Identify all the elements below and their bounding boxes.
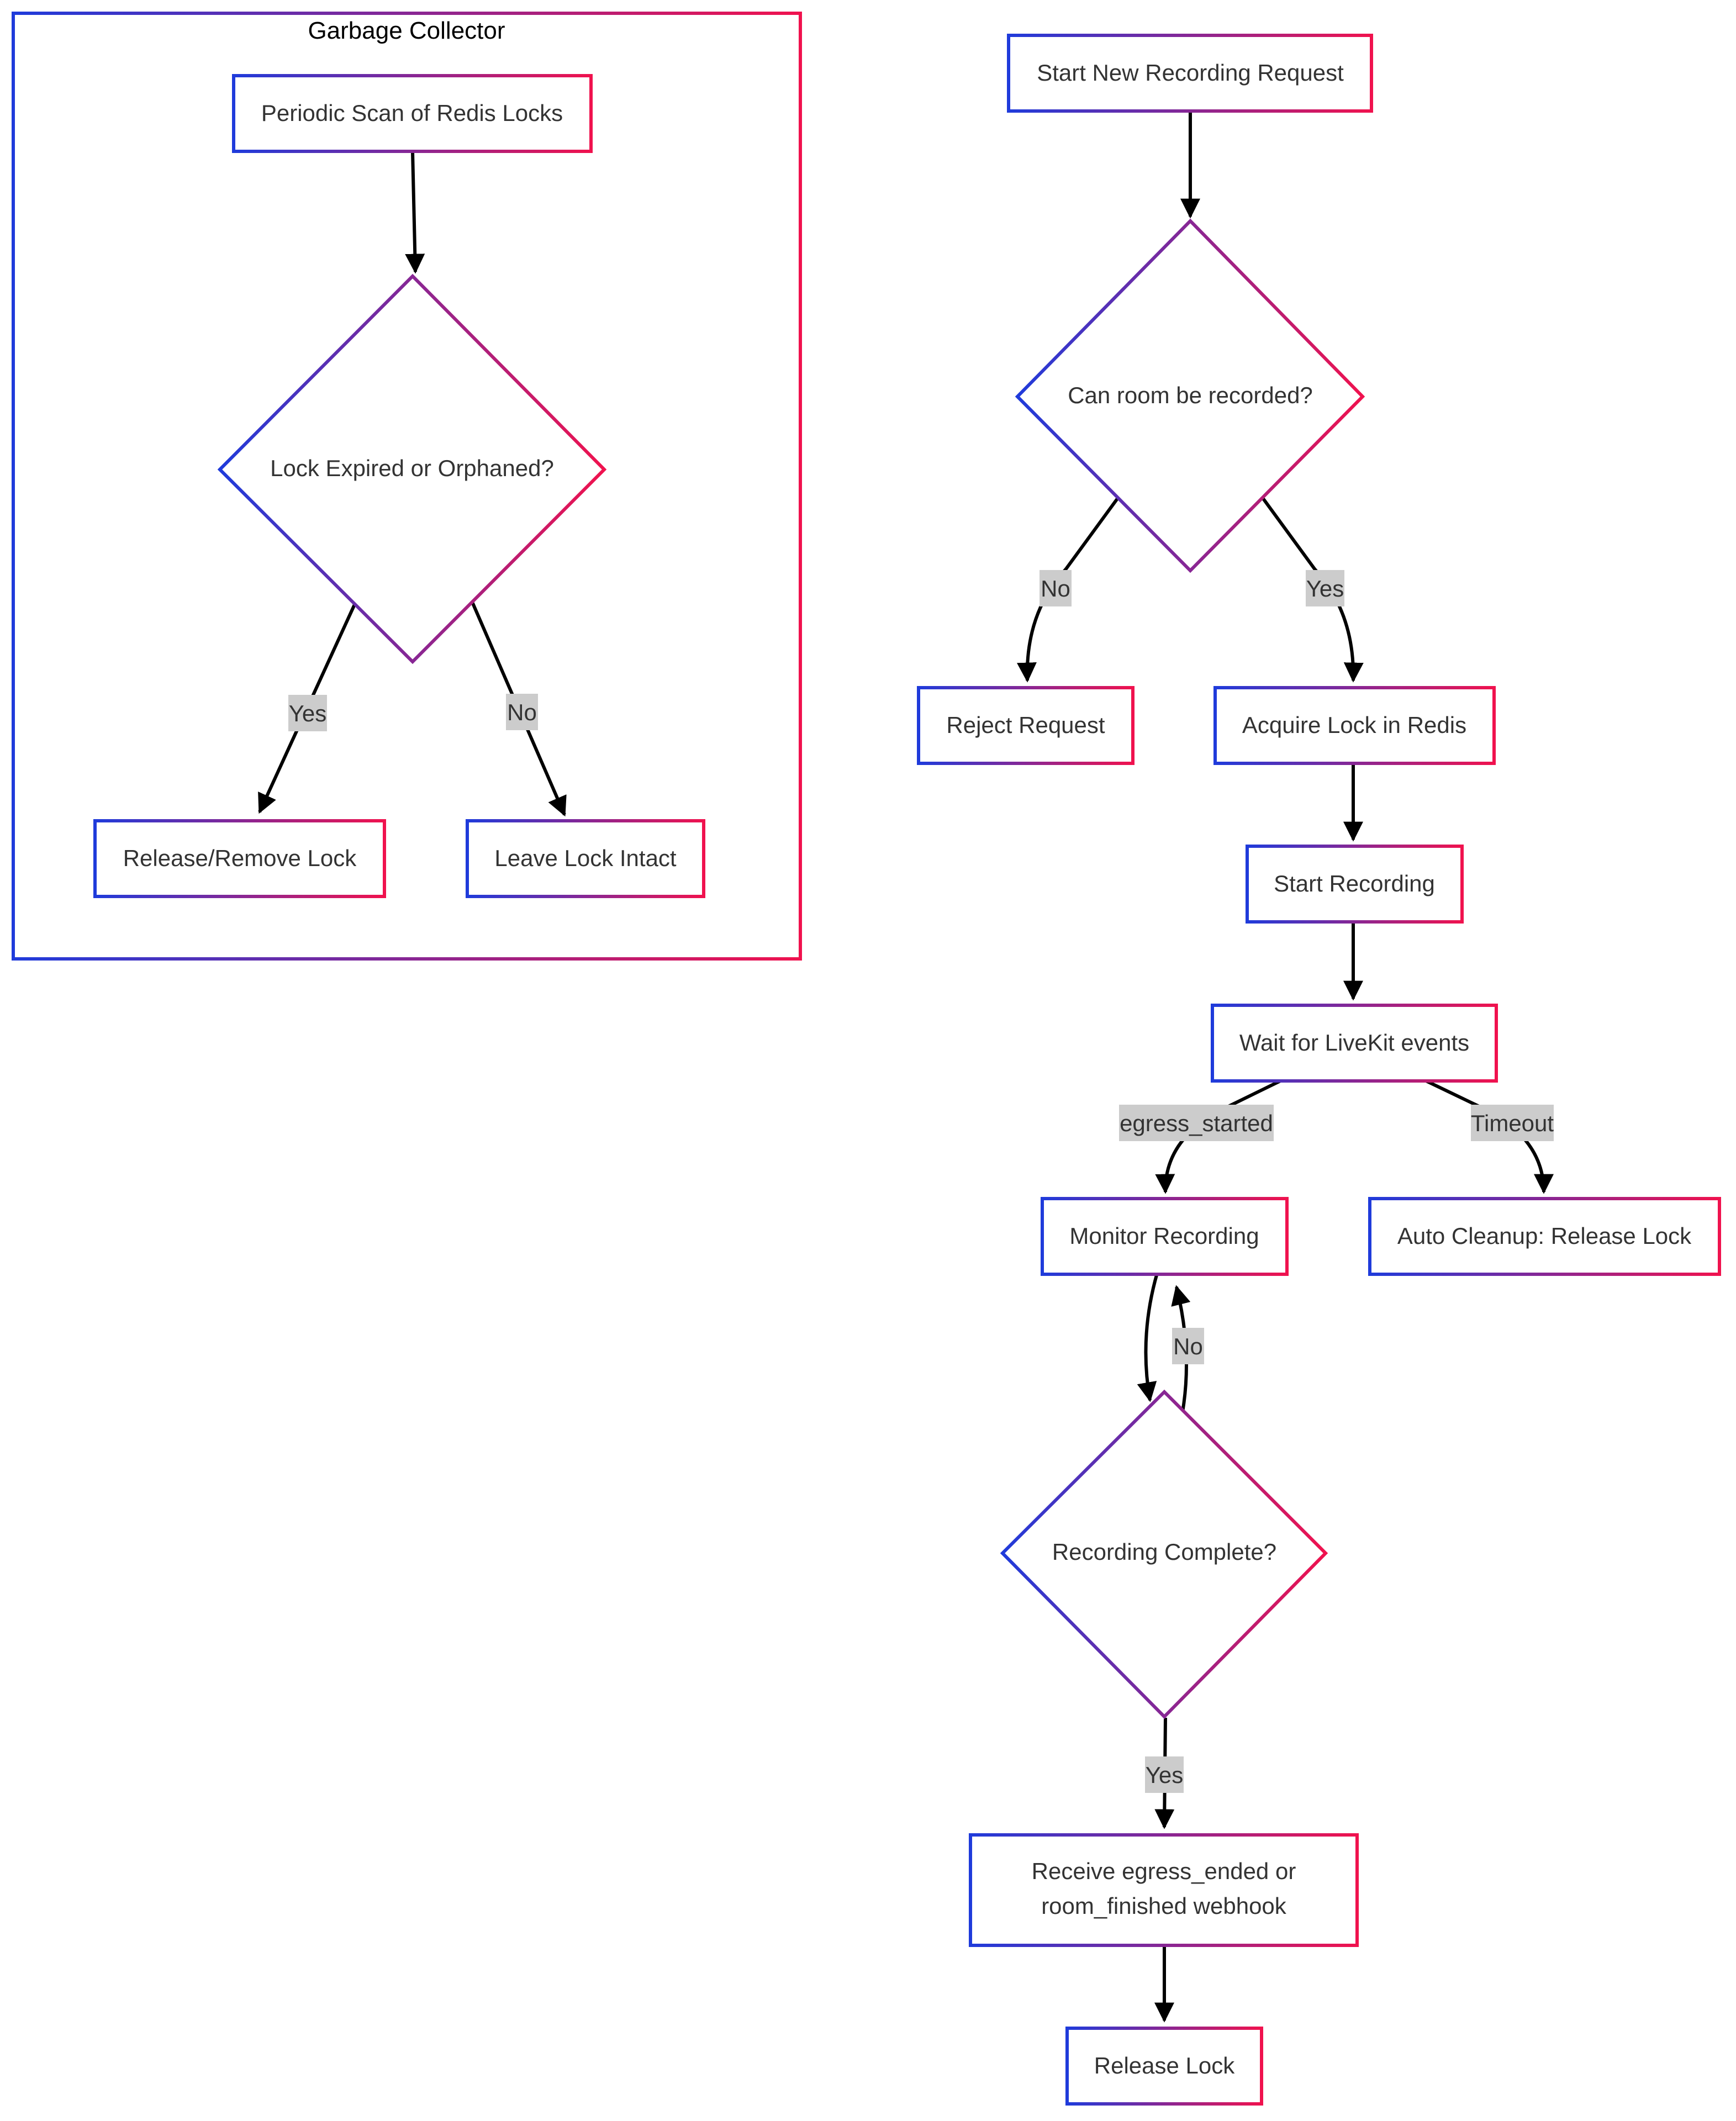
node-acquire-label: Acquire Lock in Redis xyxy=(1242,712,1466,738)
node-can-record: Can room be recorded? xyxy=(1015,218,1365,573)
node-recording-complete: Recording Complete? xyxy=(1000,1389,1328,1719)
node-reject: Reject Request xyxy=(917,686,1135,765)
edge-label-can-yes: Yes xyxy=(1306,570,1344,606)
edge-monitor-to-complete xyxy=(1137,1273,1159,1402)
node-reject-label: Reject Request xyxy=(946,712,1105,738)
nodes: Periodic Scan of Redis Locks Lock Expire… xyxy=(93,34,1721,2106)
node-recording-complete-label: Recording Complete? xyxy=(1052,1539,1276,1565)
node-release-remove-label: Release/Remove Lock xyxy=(123,845,357,871)
node-release-lock-label: Release Lock xyxy=(1094,2053,1235,2078)
node-monitor: Monitor Recording xyxy=(1041,1197,1289,1276)
edge-scan-to-lock-expired xyxy=(405,151,425,274)
node-lock-expired: Lock Expired or Orphaned? xyxy=(217,273,607,664)
node-can-record-label: Can room be recorded? xyxy=(1068,382,1313,408)
edge-label-can-no-text: No xyxy=(1041,576,1070,602)
node-receive-webhook: Receive egress_ended or room_finished we… xyxy=(969,1833,1359,1947)
node-start-request-label: Start New Recording Request xyxy=(1037,60,1344,86)
node-release-lock: Release Lock xyxy=(1065,2027,1263,2106)
node-periodic-scan: Periodic Scan of Redis Locks xyxy=(232,74,593,153)
edge-label-timeout-text: Timeout xyxy=(1471,1110,1554,1136)
node-auto-cleanup-label: Auto Cleanup: Release Lock xyxy=(1397,1223,1692,1249)
edge-label-complete-yes-text: Yes xyxy=(1146,1762,1184,1788)
node-leave-intact-label: Leave Lock Intact xyxy=(494,845,677,871)
node-monitor-label: Monitor Recording xyxy=(1069,1223,1259,1249)
node-start-request: Start New Recording Request xyxy=(1007,34,1373,113)
edge-label-gc-no: No xyxy=(506,694,538,730)
cluster-title: Garbage Collector xyxy=(308,17,505,44)
node-release-remove: Release/Remove Lock xyxy=(93,819,386,898)
node-wait-events-label: Wait for LiveKit events xyxy=(1239,1030,1469,1056)
node-periodic-scan-label: Periodic Scan of Redis Locks xyxy=(261,100,563,126)
edge-label-timeout: Timeout xyxy=(1471,1105,1554,1141)
edge-label-gc-no-text: No xyxy=(507,699,537,725)
node-receive-webhook-label-line2: room_finished webhook xyxy=(1041,1893,1287,1919)
edge-label-complete-no: No xyxy=(1172,1328,1204,1364)
node-acquire: Acquire Lock in Redis xyxy=(1213,686,1496,765)
node-lock-expired-label: Lock Expired or Orphaned? xyxy=(270,455,554,481)
node-start-recording: Start Recording xyxy=(1246,845,1464,924)
edge-label-gc-yes-text: Yes xyxy=(289,700,327,726)
node-start-recording-label: Start Recording xyxy=(1274,870,1435,896)
edge-label-egress-started: egress_started xyxy=(1119,1105,1274,1141)
node-wait-events: Wait for LiveKit events xyxy=(1211,1004,1498,1083)
edge-label-complete-yes: Yes xyxy=(1145,1756,1184,1793)
node-leave-intact: Leave Lock Intact xyxy=(466,819,705,898)
edge-label-gc-yes: Yes xyxy=(288,695,327,731)
edge-label-can-yes-text: Yes xyxy=(1306,576,1344,602)
node-receive-webhook-label-line1: Receive egress_ended or xyxy=(1032,1858,1296,1884)
edge-label-complete-no-text: No xyxy=(1173,1333,1203,1359)
edge-label-egress-started-text: egress_started xyxy=(1120,1110,1273,1136)
node-auto-cleanup: Auto Cleanup: Release Lock xyxy=(1368,1197,1721,1276)
edge-labels: Yes No No Yes egress_started Timeout No xyxy=(288,570,1554,1793)
edge-label-can-no: No xyxy=(1040,570,1072,606)
